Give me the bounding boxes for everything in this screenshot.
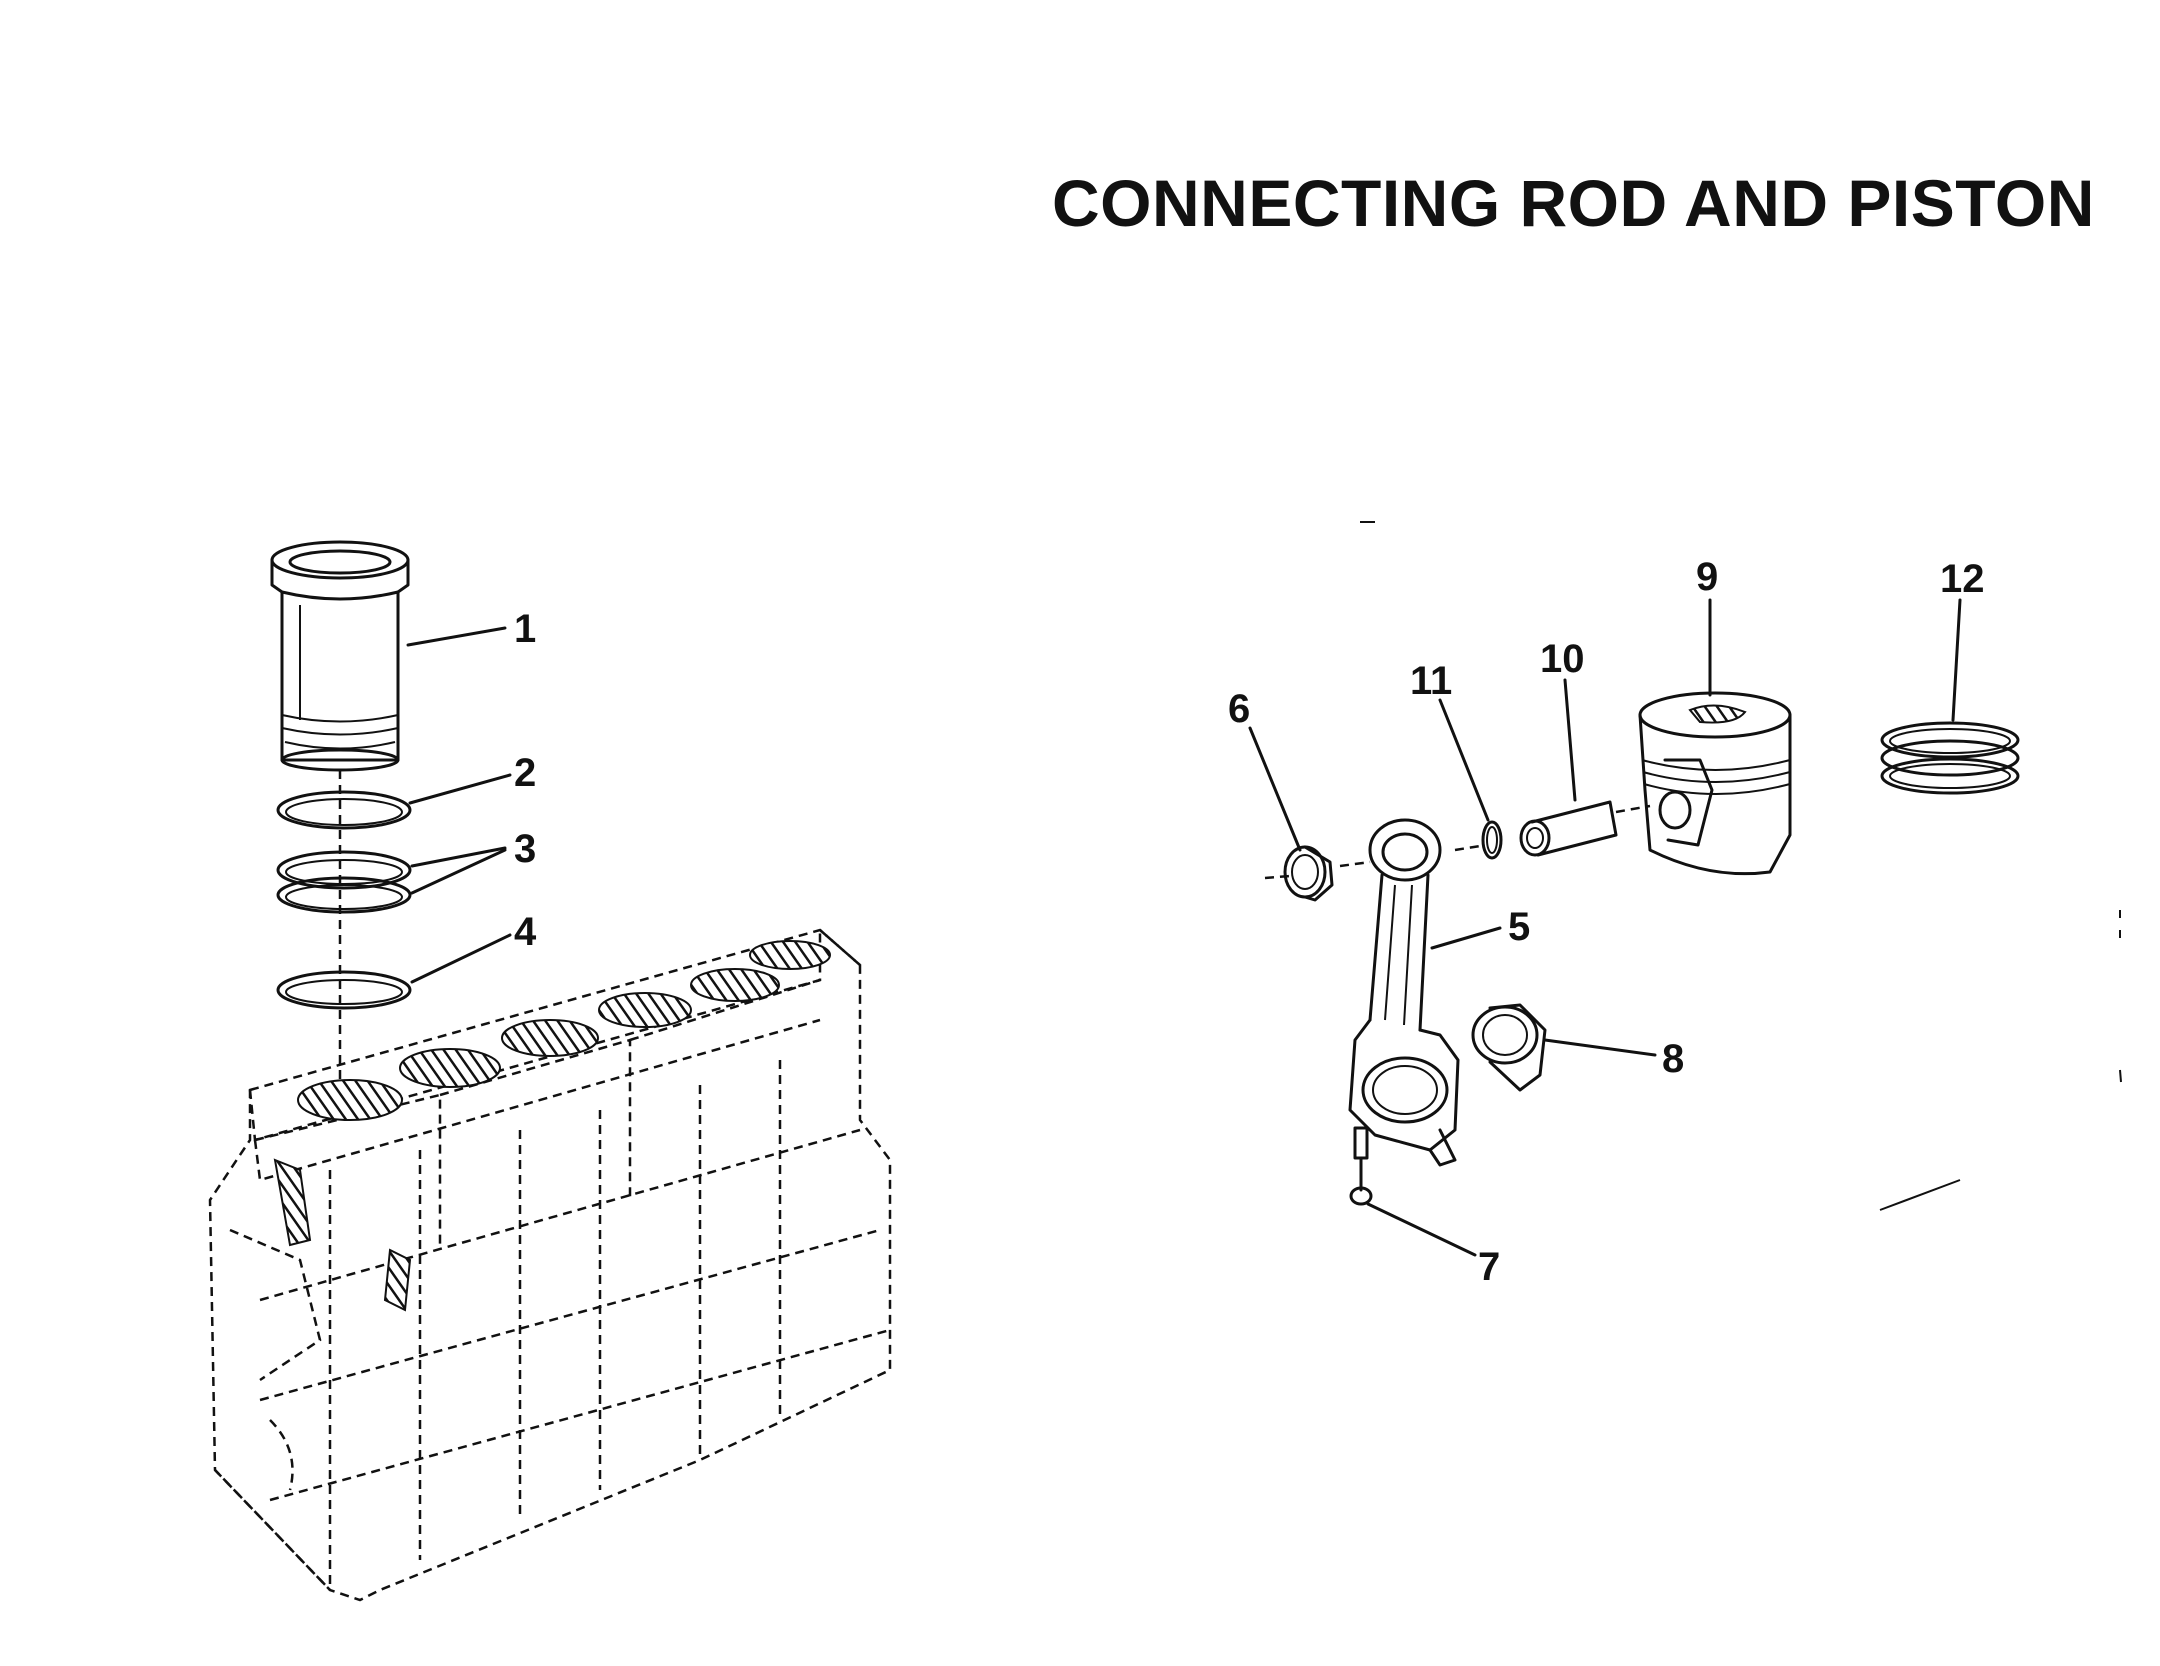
- callout-12: 12: [1940, 557, 1985, 601]
- callout-5: 5: [1508, 905, 1530, 949]
- liner-seal-ring-2: [276, 790, 412, 830]
- callout-2: 2: [514, 751, 536, 795]
- callout-7: 7: [1478, 1245, 1500, 1289]
- liner-seal-ring-4: [276, 970, 412, 1010]
- page-title: CONNECTING ROD AND PISTON: [1052, 166, 2095, 240]
- liner-seal-rings-3: [276, 850, 412, 914]
- piston-pin: [1519, 800, 1651, 857]
- callout-10: 10: [1540, 637, 1585, 681]
- callout-4: 4: [514, 910, 537, 954]
- connecting-rod-bolt: [1349, 1126, 1373, 1206]
- callout-8: 8: [1662, 1037, 1684, 1081]
- small-end-bushing: [1264, 845, 1371, 902]
- cylinder-liner: [270, 540, 410, 772]
- piston: [1638, 691, 1792, 876]
- callout-3: 3: [514, 827, 536, 871]
- piston-pin-retainer: [1454, 820, 1503, 860]
- callout-labels: 1 2 3 4 5 6 7 8 9 10 11 12: [514, 555, 1985, 1289]
- engine-block-phantom: [208, 928, 892, 1602]
- callout-11: 11: [1410, 659, 1452, 703]
- big-end-bearing-shell: [1471, 1003, 1547, 1092]
- leader-lines: [406, 598, 1962, 1257]
- piston-ring-set: [1880, 721, 2020, 795]
- connecting-rod: [1348, 818, 1460, 1167]
- callout-6: 6: [1228, 687, 1250, 731]
- callout-9: 9: [1696, 555, 1718, 599]
- callout-1: 1: [514, 607, 536, 651]
- scan-specks: [1360, 521, 2122, 1211]
